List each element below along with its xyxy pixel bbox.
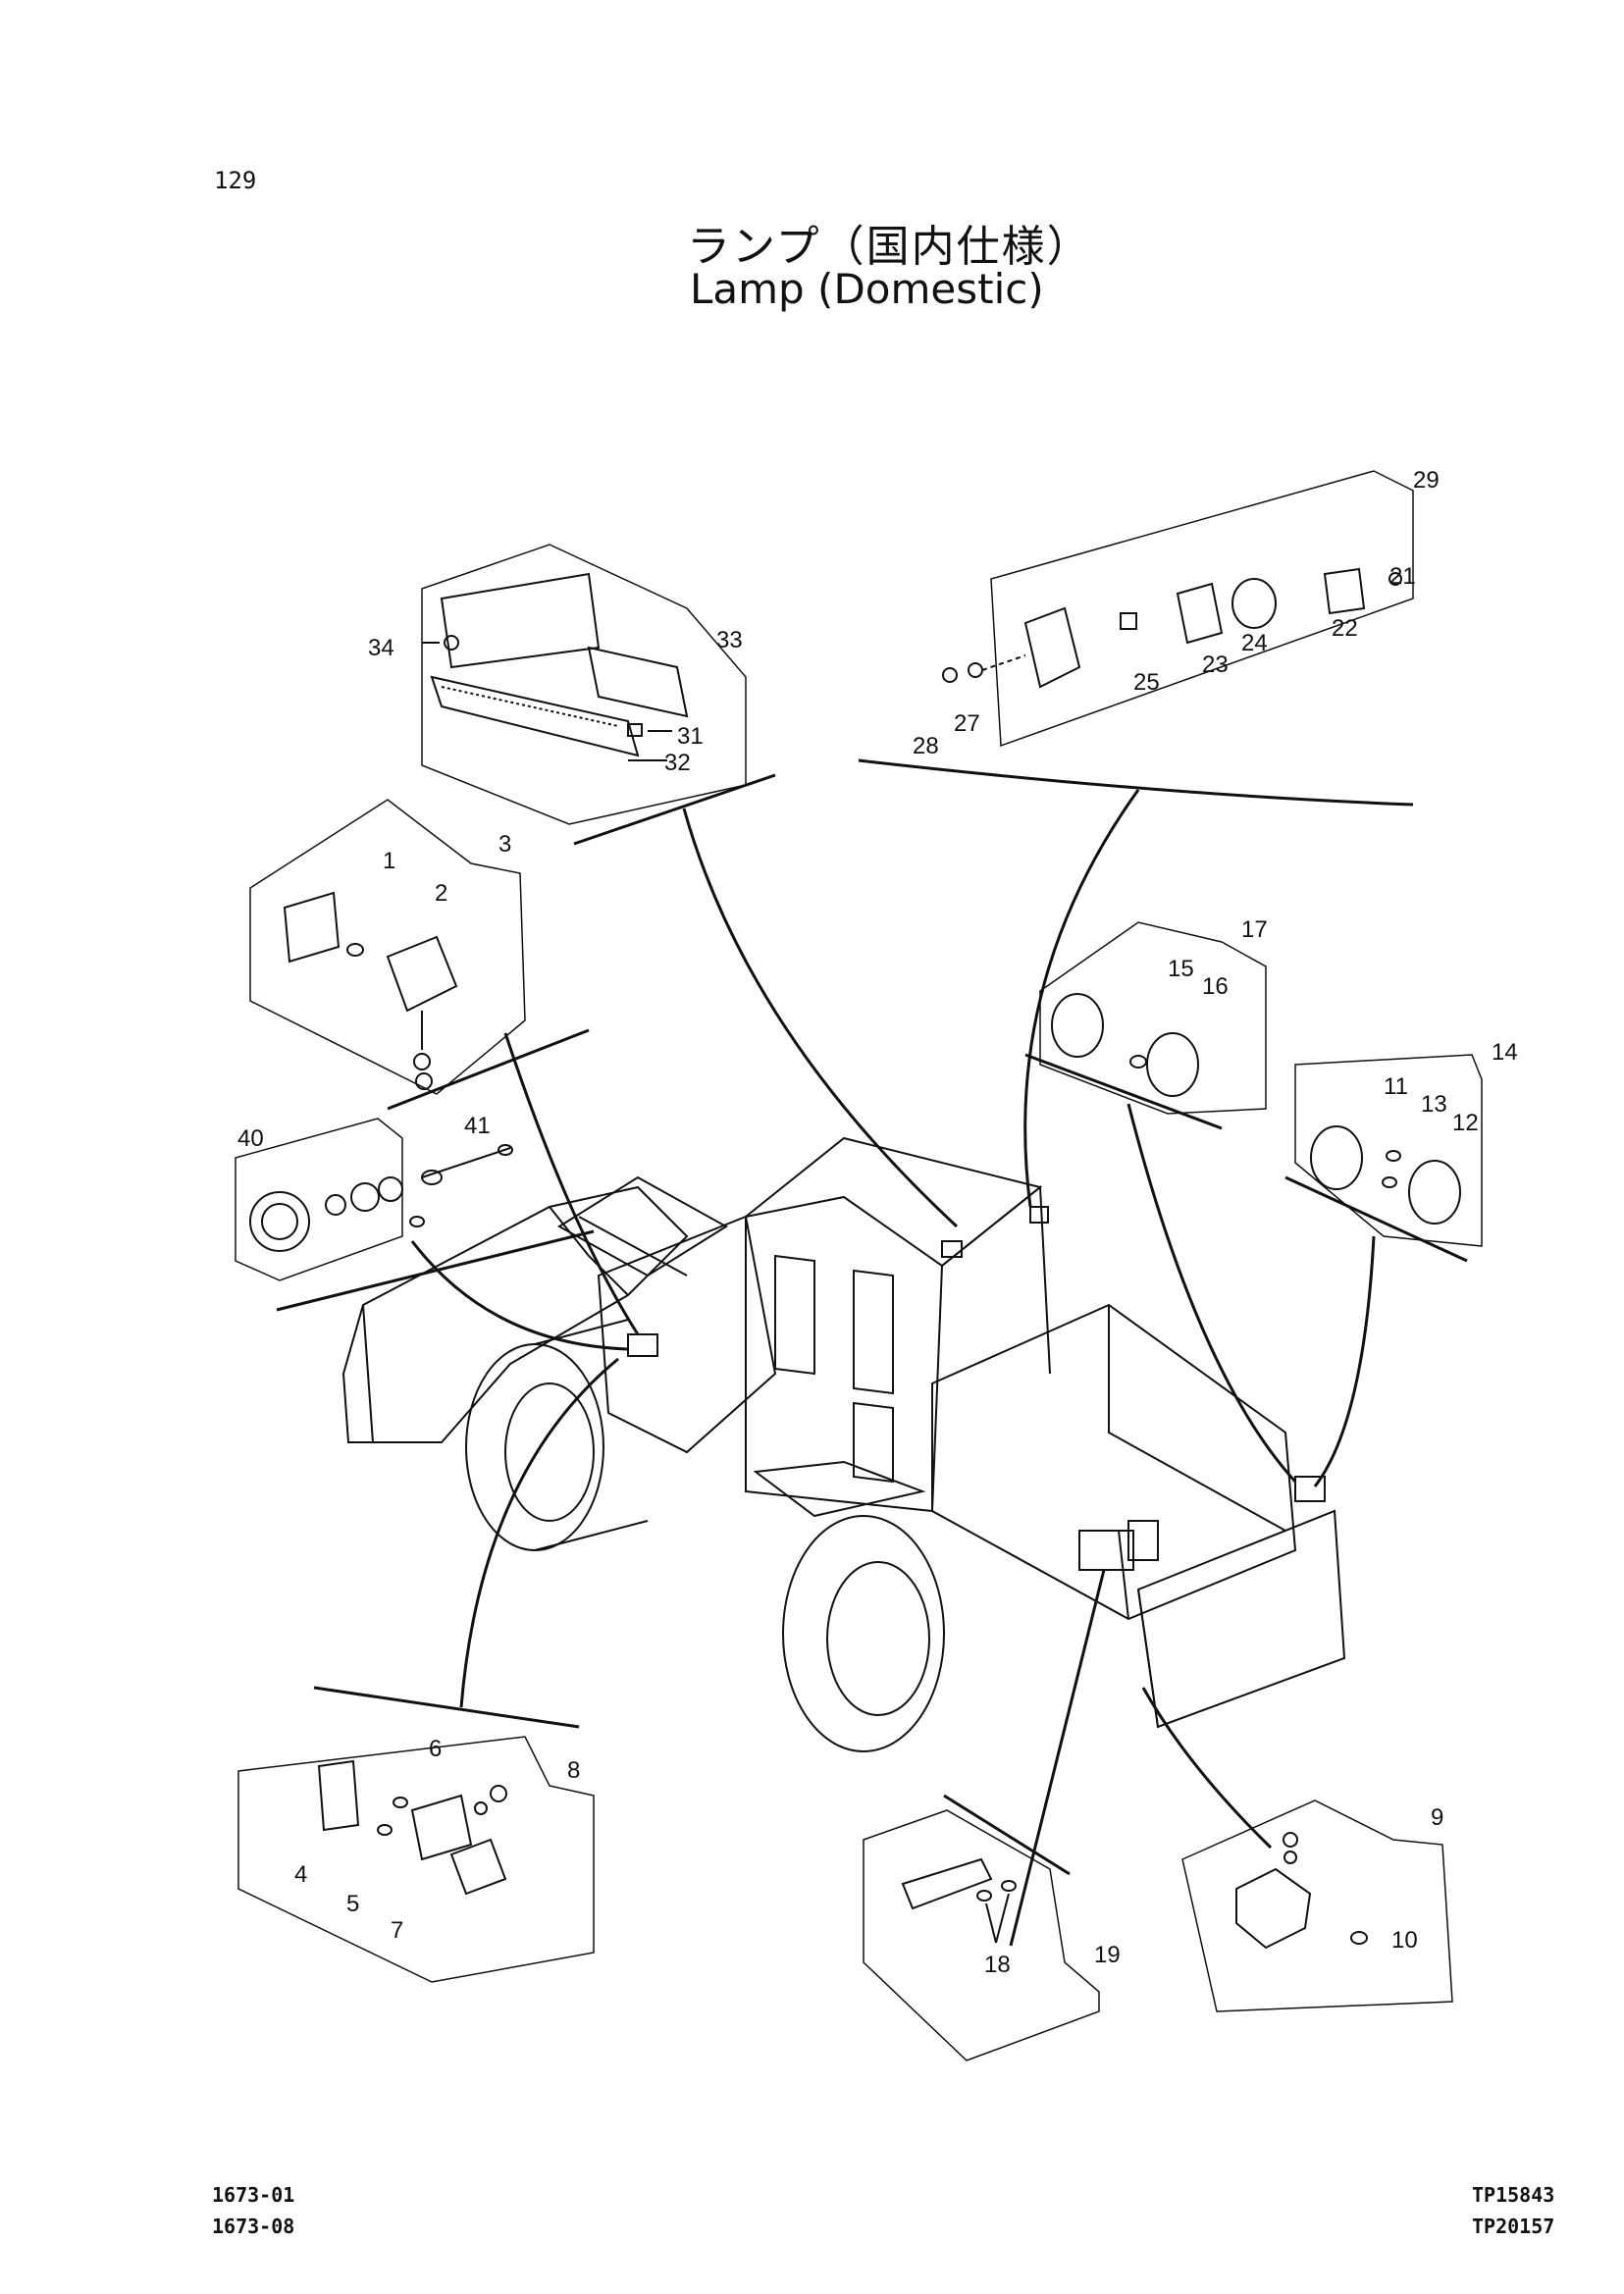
callout-13: 13 (1421, 1091, 1447, 1118)
callout-9: 9 (1431, 1804, 1443, 1831)
callout-10: 10 (1391, 1927, 1418, 1954)
group-3-work-lamp (249, 799, 590, 1111)
callout-11: 11 (1384, 1073, 1408, 1100)
footer-code-1: 1673-01 (212, 2183, 295, 2207)
group-29-rear-lamp (858, 470, 1414, 807)
callout-31: 31 (677, 723, 704, 750)
title-japanese: ランプ（国内仕様） (687, 222, 1092, 272)
callout-19: 19 (1094, 1942, 1121, 1968)
callout-17: 17 (1241, 916, 1268, 943)
callout-33: 33 (716, 627, 743, 653)
callout-16: 16 (1202, 973, 1229, 1000)
group-17-tail-lamp (1024, 921, 1267, 1130)
footer-ref-1: TP15843 (1472, 2183, 1555, 2207)
callout-18: 18 (984, 1952, 1011, 1978)
callout-labels: 29 21 22 24 23 25 27 28 34 33 31 32 3 1 … (237, 467, 1518, 1978)
callout-1: 1 (383, 848, 395, 874)
callout-8: 8 (567, 1757, 580, 1784)
callout-34: 34 (368, 635, 394, 661)
callout-7: 7 (391, 1917, 403, 1944)
callout-2: 2 (435, 880, 447, 907)
group-8-combination-lamp (237, 1686, 595, 1983)
page-number: 129 (214, 167, 257, 194)
footer-ref-2: TP20157 (1472, 2215, 1555, 2238)
wheel-loader-drawing (341, 1136, 1346, 1752)
group-9-rear-work-lamp (1181, 1799, 1453, 2012)
title-english: Lamp (Domestic) (690, 265, 1044, 313)
group-19-license-lamp (863, 1794, 1100, 2061)
footer-code-2: 1673-08 (212, 2215, 295, 2238)
callout-27: 27 (954, 710, 980, 737)
callout-28: 28 (913, 733, 939, 759)
callout-3: 3 (498, 831, 511, 858)
callout-25: 25 (1133, 669, 1160, 696)
callout-22: 22 (1332, 615, 1358, 642)
callout-29: 29 (1413, 467, 1440, 494)
callout-21: 21 (1389, 563, 1416, 590)
callout-15: 15 (1168, 956, 1194, 982)
callout-4: 4 (294, 1861, 307, 1888)
group-40-head-lamp (235, 1118, 595, 1312)
group-14-tail-lamp (1284, 1054, 1483, 1263)
callout-6: 6 (429, 1736, 442, 1762)
callout-5: 5 (346, 1891, 359, 1917)
callout-41: 41 (464, 1113, 491, 1139)
callout-23: 23 (1202, 652, 1229, 678)
callout-24: 24 (1241, 630, 1268, 656)
group-33-room-lamp (421, 544, 776, 846)
callout-12: 12 (1452, 1110, 1479, 1136)
callout-32: 32 (664, 750, 691, 776)
callout-40: 40 (237, 1125, 264, 1152)
callout-14: 14 (1492, 1039, 1518, 1066)
